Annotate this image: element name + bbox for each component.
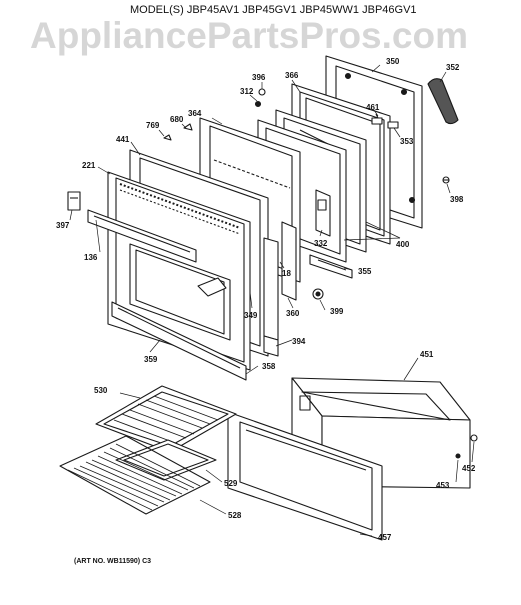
drawer-front-457 bbox=[227, 411, 383, 541]
part-label-453: 453 bbox=[436, 481, 450, 490]
part-label-399: 399 bbox=[330, 307, 344, 316]
part-label-350: 350 bbox=[386, 57, 400, 66]
part-label-136: 136 bbox=[84, 253, 98, 262]
bumper-399 bbox=[312, 288, 324, 300]
part-label-528: 528 bbox=[228, 511, 242, 520]
part-label-359: 359 bbox=[144, 355, 158, 364]
part-label-529: 529 bbox=[224, 479, 238, 488]
part-label-400: 400 bbox=[396, 240, 410, 249]
part-label-397: 397 bbox=[56, 221, 70, 230]
part-label-332: 332 bbox=[314, 239, 328, 248]
broiler-pan-529 bbox=[115, 439, 217, 481]
part-labels: 350 352 366 396 312 364 680 769 461 353 … bbox=[56, 57, 476, 542]
part-label-364: 364 bbox=[188, 109, 202, 118]
part-label-394: 394 bbox=[292, 337, 306, 346]
part-label-349: 349 bbox=[244, 311, 258, 320]
hinge-332 bbox=[315, 189, 331, 237]
handle-end-352 bbox=[427, 78, 459, 125]
part-label-353: 353 bbox=[400, 137, 414, 146]
leader-lines bbox=[69, 64, 475, 537]
drawer-glide-452 bbox=[455, 434, 478, 459]
door-handle-136 bbox=[87, 209, 197, 263]
bracket-397 bbox=[67, 191, 81, 211]
part-label-461: 461 bbox=[366, 103, 380, 112]
part-label-441: 441 bbox=[116, 135, 130, 144]
part-label-680: 680 bbox=[170, 115, 184, 124]
part-label-530: 530 bbox=[94, 386, 108, 395]
bottom-trim-359 bbox=[111, 301, 247, 381]
art-number: (ART NO. WB11590) C3 bbox=[74, 558, 151, 565]
screw-396 bbox=[254, 88, 266, 108]
part-label-769: 769 bbox=[146, 121, 160, 130]
screw-398 bbox=[442, 176, 450, 184]
part-label-358: 358 bbox=[262, 362, 276, 371]
part-label-360: 360 bbox=[286, 309, 300, 318]
door-trim-355 bbox=[309, 254, 353, 279]
side-strip-394 bbox=[263, 335, 279, 357]
watermark: AppliancePartsPros.com bbox=[30, 15, 468, 56]
oven-rack-528 bbox=[59, 435, 211, 515]
part-label-451: 451 bbox=[420, 350, 434, 359]
hinge-arm-18 bbox=[263, 221, 297, 341]
part-label-352: 352 bbox=[446, 63, 460, 72]
part-label-366: 366 bbox=[285, 71, 299, 80]
model-line: MODEL(S) JBP45AV1 JBP45GV1 JBP45WW1 JBP4… bbox=[130, 4, 417, 16]
clip-461 bbox=[371, 113, 399, 129]
handle-cap bbox=[197, 277, 227, 297]
part-label-18: 18 bbox=[282, 269, 291, 278]
broiler-pan-530 bbox=[95, 385, 237, 453]
part-label-452: 452 bbox=[462, 464, 476, 473]
part-label-312: 312 bbox=[240, 87, 254, 96]
part-label-398: 398 bbox=[450, 195, 464, 204]
part-label-457: 457 bbox=[378, 533, 392, 542]
part-label-355: 355 bbox=[358, 267, 372, 276]
clip-680 bbox=[163, 123, 193, 141]
part-label-396: 396 bbox=[252, 73, 266, 82]
part-label-221: 221 bbox=[82, 161, 96, 170]
